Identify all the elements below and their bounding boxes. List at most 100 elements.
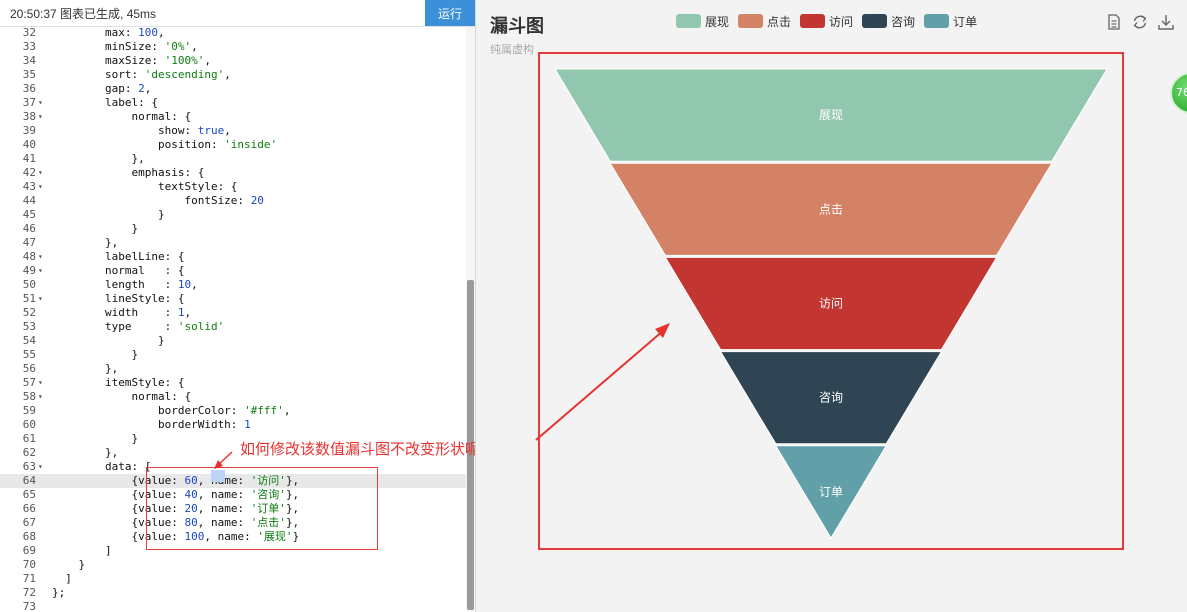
code-text: normal: { <box>52 390 192 403</box>
code-line[interactable]: 58▾ normal: { <box>0 390 466 404</box>
line-number: 71 <box>22 572 36 585</box>
code-line[interactable]: 71 ] <box>0 572 466 586</box>
code-line[interactable]: 62 }, <box>0 446 466 460</box>
code-line[interactable]: 68 {value: 100, name: '展现'} <box>0 530 466 544</box>
legend-item[interactable]: 订单 <box>924 12 977 30</box>
code-line[interactable]: 70 } <box>0 558 466 572</box>
run-button[interactable]: 运行 <box>425 0 475 26</box>
code-line[interactable]: 63▾ data: [ <box>0 460 466 474</box>
line-number: 62 <box>22 446 36 459</box>
code-text: lineStyle: { <box>52 292 185 305</box>
code-text: fontSize: 20 <box>52 194 264 207</box>
funnel-segment[interactable] <box>664 256 998 351</box>
line-number: 34 <box>22 54 36 67</box>
code-line[interactable]: 40 position: 'inside' <box>0 138 466 152</box>
legend-item[interactable]: 展现 <box>676 12 729 30</box>
code-line[interactable]: 43▾ textStyle: { <box>0 180 466 194</box>
code-line[interactable]: 42▾ emphasis: { <box>0 166 466 180</box>
line-number: 43 <box>22 180 36 193</box>
code-line[interactable]: 72}; <box>0 586 466 600</box>
fold-toggle-icon[interactable]: ▾ <box>38 182 43 191</box>
code-line[interactable]: 39 show: true, <box>0 124 466 138</box>
code-line[interactable]: 65 {value: 40, name: '咨询'}, <box>0 488 466 502</box>
line-number: 33 <box>22 40 36 53</box>
line-number: 47 <box>22 236 36 249</box>
code-line[interactable]: 33 minSize: '0%', <box>0 40 466 54</box>
code-line[interactable]: 73 <box>0 600 466 612</box>
code-line[interactable]: 64 {value: 60, name: '访问'}, <box>0 474 466 488</box>
code-line[interactable]: 52 width : 1, <box>0 306 466 320</box>
fold-toggle-icon[interactable]: ▾ <box>38 392 43 401</box>
funnel-segment[interactable] <box>774 445 888 539</box>
funnel-segment[interactable] <box>609 162 1053 256</box>
code-line[interactable]: 59 borderColor: '#fff', <box>0 404 466 418</box>
code-line[interactable]: 66 {value: 20, name: '订单'}, <box>0 502 466 516</box>
line-number: 64 <box>22 474 36 487</box>
scrollbar-thumb[interactable] <box>467 280 474 610</box>
fold-toggle-icon[interactable]: ▾ <box>38 378 43 387</box>
code-text: {value: 80, name: '点击'}, <box>52 516 300 529</box>
line-number: 57 <box>22 376 36 389</box>
line-number: 72 <box>22 586 36 599</box>
legend-item[interactable]: 访问 <box>800 12 853 30</box>
chart-subtitle: 纯属虚构 <box>490 43 534 56</box>
code-editor[interactable]: 32 max: 100,33 minSize: '0%',34 maxSize:… <box>0 0 476 612</box>
code-line[interactable]: 37▾ label: { <box>0 96 466 110</box>
code-line[interactable]: 34 maxSize: '100%', <box>0 54 466 68</box>
code-line[interactable]: 46 } <box>0 222 466 236</box>
fold-toggle-icon[interactable]: ▾ <box>38 294 43 303</box>
line-number: 51 <box>22 292 36 305</box>
code-text: } <box>52 222 139 235</box>
code-line[interactable]: 41 }, <box>0 152 466 166</box>
legend-item[interactable]: 点击 <box>738 12 791 30</box>
code-line[interactable]: 48▾ labelLine: { <box>0 250 466 264</box>
legend-item[interactable]: 咨询 <box>862 12 915 30</box>
fold-toggle-icon[interactable]: ▾ <box>38 266 43 275</box>
line-number: 58 <box>22 390 36 403</box>
download-icon[interactable] <box>1157 13 1175 31</box>
code-line[interactable]: 60 borderWidth: 1 <box>0 418 466 432</box>
line-number: 42 <box>22 166 36 179</box>
code-line[interactable]: 45 } <box>0 208 466 222</box>
funnel-label: 点击 <box>819 202 843 216</box>
fold-toggle-icon[interactable]: ▾ <box>38 168 43 177</box>
line-number: 39 <box>22 124 36 137</box>
fold-toggle-icon[interactable]: ▾ <box>38 112 43 121</box>
status-bar: 20:50:37 图表已生成, 45ms 运行 <box>0 0 475 27</box>
funnel-label: 展现 <box>819 108 843 122</box>
funnel-segment[interactable] <box>719 351 943 445</box>
code-line[interactable]: 50 length : 10, <box>0 278 466 292</box>
code-line[interactable]: 55 } <box>0 348 466 362</box>
data-view-icon[interactable] <box>1105 13 1123 31</box>
code-line[interactable]: 44 fontSize: 20 <box>0 194 466 208</box>
fold-toggle-icon[interactable]: ▾ <box>38 462 43 471</box>
code-line[interactable]: 53 type : 'solid' <box>0 320 466 334</box>
line-number: 45 <box>22 208 36 221</box>
line-number: 69 <box>22 544 36 557</box>
funnel-label: 咨询 <box>819 390 843 405</box>
funnel-label: 订单 <box>819 485 843 499</box>
code-line[interactable]: 47 }, <box>0 236 466 250</box>
refresh-icon[interactable] <box>1131 13 1149 31</box>
highlight-frame <box>538 52 1124 550</box>
fold-toggle-icon[interactable]: ▾ <box>38 252 43 261</box>
code-line[interactable]: 54 } <box>0 334 466 348</box>
legend-label: 咨询 <box>891 14 916 29</box>
code-line[interactable]: 51▾ lineStyle: { <box>0 292 466 306</box>
line-number: 37 <box>22 96 36 109</box>
code-line[interactable]: 67 {value: 80, name: '点击'}, <box>0 516 466 530</box>
code-line[interactable]: 69 ] <box>0 544 466 558</box>
code-line[interactable]: 61 } <box>0 432 466 446</box>
code-line[interactable]: 38▾ normal: { <box>0 110 466 124</box>
code-line[interactable]: 35 sort: 'descending', <box>0 68 466 82</box>
line-number: 36 <box>22 82 36 95</box>
code-area[interactable]: 32 max: 100,33 minSize: '0%',34 maxSize:… <box>0 26 466 612</box>
fold-toggle-icon[interactable]: ▾ <box>38 98 43 107</box>
code-text: sort: 'descending', <box>52 68 231 81</box>
code-line[interactable]: 56 }, <box>0 362 466 376</box>
code-line[interactable]: 49▾ normal : { <box>0 264 466 278</box>
funnel-segment[interactable] <box>554 68 1108 162</box>
code-line[interactable]: 32 max: 100, <box>0 26 466 40</box>
code-line[interactable]: 57▾ itemStyle: { <box>0 376 466 390</box>
code-line[interactable]: 36 gap: 2, <box>0 82 466 96</box>
